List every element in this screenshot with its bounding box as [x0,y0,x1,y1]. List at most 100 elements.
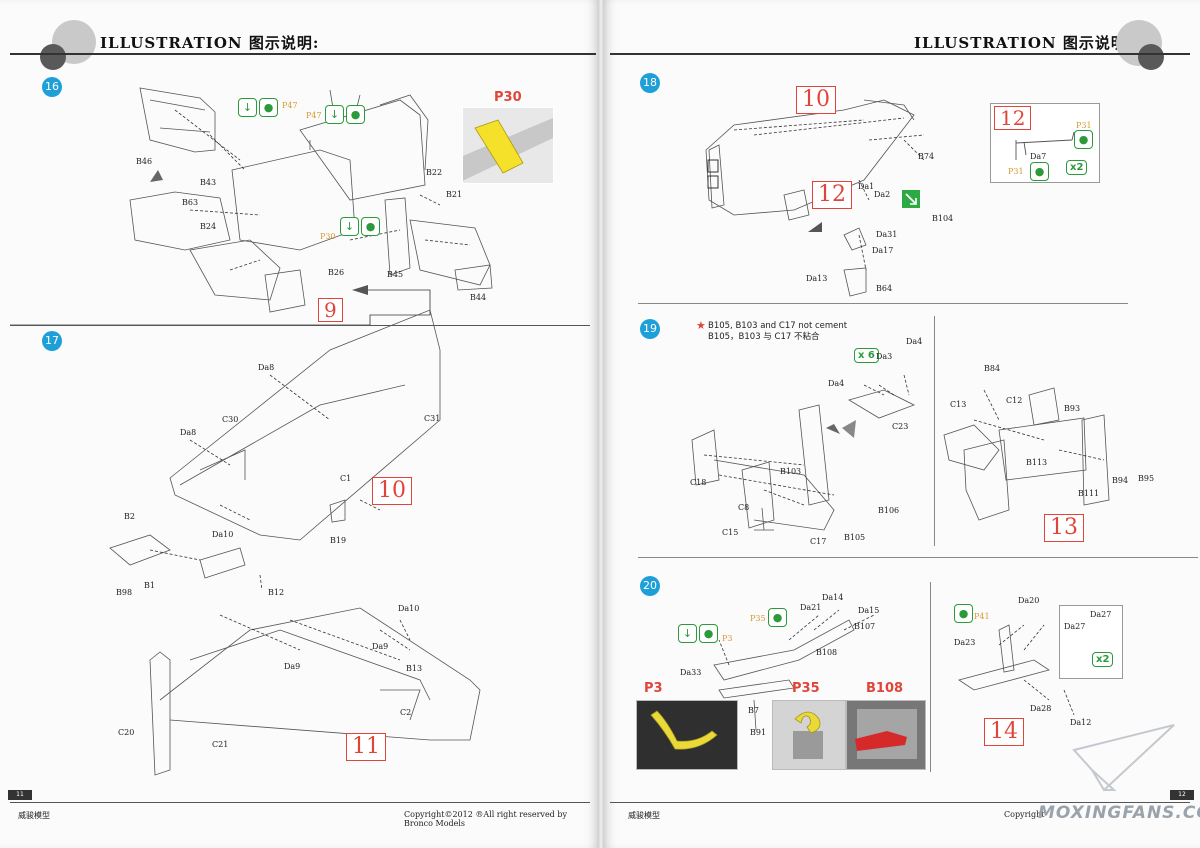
part-label: B103 [780,467,802,476]
left-page: ILLUSTRATION 图示说明: 16 B46 B43 B63 B24 [0,0,598,848]
part-label: B43 [200,178,217,187]
part-label: Da31 [876,230,898,239]
photoetch-label: P47 [282,101,298,110]
footer-rule [610,802,1190,803]
vertical-divider [934,316,935,546]
brand-name: 威骏模型 [18,811,50,820]
cement-icon: ● [259,98,278,117]
fold-down-icon: ↓ [325,105,344,124]
part-label: B111 [1078,489,1100,498]
note-line: B105, B103 and C17 not cement [708,321,848,331]
reference-step-box: 10 [372,477,412,505]
part-label: B45 [387,270,404,279]
part-label: B105 [844,533,866,542]
reference-step-box: 12 [994,106,1032,130]
part-label: B93 [1064,404,1081,413]
part-label: C8 [738,503,750,512]
watermark-text: MOXINGFANS.COM [1038,803,1200,823]
step-17-drawing [109,309,481,776]
part-label: C15 [722,528,739,537]
reference-step-box: 14 [984,718,1024,746]
part-label: Da4 [906,337,923,346]
part-label: C20 [118,728,135,737]
fold-down-icon: ↓ [340,217,359,236]
reference-step-box: 9 [318,298,343,322]
part-label: B26 [328,268,345,277]
part-label: Da23 [954,638,976,647]
fold-down-icon: ↓ [678,624,697,643]
quantity-badge: x2 [1092,652,1114,667]
step-number: 18 [640,73,660,93]
detail-photo-p3 [636,700,738,770]
part-label: B63 [182,198,199,207]
step-number: 19 [640,319,660,339]
part-label: Da21 [800,603,822,612]
part-label: B22 [426,168,443,177]
detail-inset-x2 [1059,605,1123,679]
part-label: Da14 [822,593,844,602]
part-label: B94 [1112,476,1129,485]
detail-photo-p35 [772,700,846,770]
part-label: B24 [200,222,217,231]
part-label: Da8 [180,428,197,437]
footer-rule [10,802,590,803]
part-label: Da13 [806,274,828,283]
part-label: Da9 [372,642,389,651]
header-rule [610,53,1190,55]
part-label: Da27 [1090,610,1112,619]
part-label: Da20 [1018,596,1040,605]
part-label: Da3 [876,352,893,361]
step-number: 20 [640,576,660,596]
part-label: C21 [212,740,229,749]
copyright: Copyright©2012 ®All right reserved by Br… [404,810,567,828]
cement-icon: ● [1030,162,1049,181]
reference-step-box: 10 [796,86,836,114]
part-label: Da17 [872,246,894,255]
part-label: C2 [400,708,412,717]
part-label: Da4 [828,379,845,388]
header-decor-dark-circle [1138,44,1164,70]
part-label: B113 [1026,458,1048,467]
part-label: Da9 [284,662,301,671]
part-label: B12 [268,588,285,597]
header-rule [10,53,596,55]
detail-photo-b108 [846,700,926,770]
copyright: Copyright [1004,810,1045,819]
inset-12-parts [1015,131,1075,160]
cement-icon: ● [768,608,787,627]
cement-icon: ● [699,624,718,643]
part-label: Da8 [258,363,275,372]
detail-title: B108 [866,681,904,696]
section-divider [638,557,1198,558]
watermark-plane-logo [1072,724,1175,792]
part-label: C18 [690,478,707,487]
part-label: B74 [918,152,935,161]
page-title: ILLUSTRATION 图示说明: [100,34,320,52]
part-label: C31 [424,414,441,423]
section-divider [638,303,1128,304]
cement-icon: ● [361,217,380,236]
part-label: B98 [116,588,133,597]
page-title: ILLUSTRATION 图示说明: [914,34,1134,52]
step-number: 17 [42,331,62,351]
section-divider [10,325,590,326]
photoetch-label: P31 [1008,167,1024,176]
reference-step-box: 12 [812,181,852,209]
part-label: B106 [878,506,900,515]
part-label: C12 [1006,396,1023,405]
part-label: B1 [144,581,155,590]
photoetch-label: P3 [722,634,733,643]
detail-photo-p30 [462,107,554,184]
photoetch-label: P31 [1076,121,1092,130]
part-label: B84 [984,364,1001,373]
detail-title: P35 [792,681,820,696]
cement-icon: ● [1074,130,1093,149]
part-label: B46 [136,157,153,166]
reference-step-box: 13 [1044,514,1084,542]
step-19-drawing [691,374,1110,531]
book-spine [598,0,604,848]
part-label: B64 [876,284,893,293]
cement-icon: ● [954,604,973,623]
photoetch-label: P41 [974,612,990,621]
vertical-divider [930,582,931,772]
